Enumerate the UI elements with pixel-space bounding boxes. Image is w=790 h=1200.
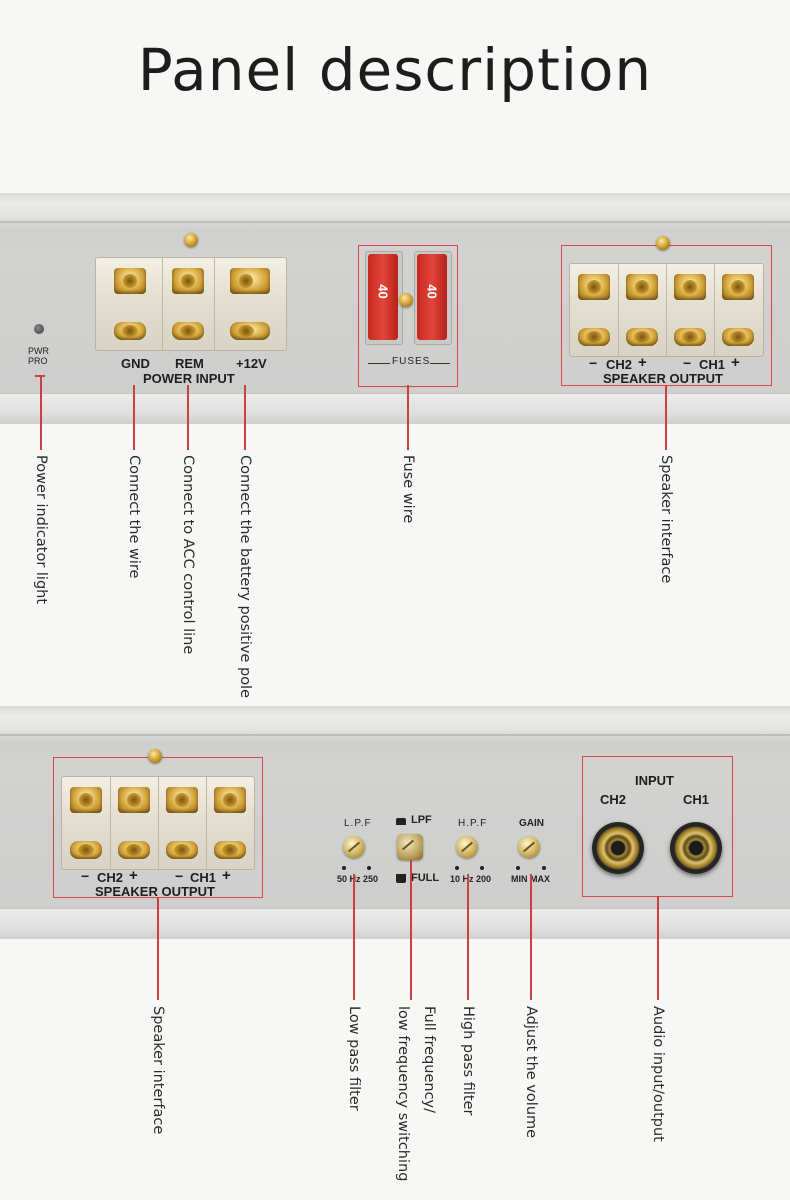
lpf-label: L.P.F xyxy=(344,818,372,829)
leader-line xyxy=(530,874,532,1000)
switch-full-icon xyxy=(396,874,406,883)
rem-port-icon xyxy=(172,322,204,340)
power-led-icon xyxy=(34,324,44,334)
input-label: INPUT xyxy=(635,773,674,788)
bottom-amplifier-panel: − CH2 + − CH1 + SPEAKER OUTPUT L.P.F 50 … xyxy=(0,706,790,939)
panel-edge xyxy=(0,221,790,223)
label-power-indicator: Power indicator light xyxy=(33,455,49,605)
screw-icon xyxy=(656,236,670,250)
fuses-caption: FUSES xyxy=(392,356,431,367)
fuse-icon: 40 xyxy=(368,254,398,340)
label-speaker-interface-2: Speaker interface xyxy=(150,1006,166,1135)
leader-line xyxy=(665,385,667,450)
speaker-terminal-block xyxy=(61,776,255,870)
input-ch2-label: CH2 xyxy=(600,792,627,807)
ch2-plus: + xyxy=(129,867,138,884)
rca-ch2-jack-icon[interactable] xyxy=(592,822,644,874)
leader-line xyxy=(353,874,355,1000)
hpf-label: H.P.F xyxy=(458,818,488,829)
top-amplifier-panel: PWR PRO GND REM +12V POWER INPUT 40 40 F… xyxy=(0,193,790,424)
rem-label: REM xyxy=(175,356,204,371)
lpf-range: 50 Hz 250 xyxy=(337,874,379,884)
plus12v-screw-icon xyxy=(230,268,270,294)
speaker-terminal-block xyxy=(569,263,764,357)
leader-line xyxy=(40,375,42,450)
ch1-label: CH1 xyxy=(699,357,726,372)
gnd-port-icon xyxy=(114,322,146,340)
switch-lpf-icon xyxy=(396,818,406,825)
fuses-rule-left xyxy=(368,363,390,364)
ch2-plus: + xyxy=(638,354,647,371)
leader-line xyxy=(410,860,412,1000)
panel-rail xyxy=(0,393,790,424)
leader-line xyxy=(133,385,135,450)
leader-line xyxy=(244,385,246,450)
power-input-caption: POWER INPUT xyxy=(143,371,235,386)
page-title: Panel description xyxy=(137,36,653,104)
speaker-output-caption: SPEAKER OUTPUT xyxy=(603,371,723,386)
fuse-icon: 40 xyxy=(417,254,447,340)
gain-label: GAIN xyxy=(519,818,544,829)
lpf-knob[interactable] xyxy=(343,836,365,858)
ch2-label: CH2 xyxy=(606,357,633,372)
label-audio-io: Audio input/output xyxy=(650,1006,666,1142)
rem-screw-icon xyxy=(172,268,204,294)
label-battery-positive: Connect the battery positive pole xyxy=(237,455,253,699)
gnd-label: GND xyxy=(121,356,150,371)
ch1-minus: − xyxy=(683,355,692,371)
fuses-rule-right xyxy=(430,363,450,364)
leader-line xyxy=(35,375,45,377)
speaker-output-caption: SPEAKER OUTPUT xyxy=(95,884,215,899)
ch1-plus: + xyxy=(731,354,740,371)
switch-lpf-label: LPF xyxy=(411,814,432,826)
ch1-minus: − xyxy=(175,868,184,884)
screw-icon xyxy=(184,233,198,247)
lpf-full-switch[interactable] xyxy=(397,834,423,860)
leader-line xyxy=(157,897,159,1000)
label-speaker-interface: Speaker interface xyxy=(658,455,674,584)
pro-label: PRO xyxy=(28,356,48,366)
label-adjust-volume: Adjust the volume xyxy=(523,1006,539,1139)
leader-line xyxy=(657,896,659,1000)
pwr-label: PWR xyxy=(28,346,49,356)
leader-line xyxy=(187,385,189,450)
label-fuse-wire: Fuse wire xyxy=(400,455,416,524)
ch1-label: CH1 xyxy=(190,870,217,885)
gnd-screw-icon xyxy=(114,268,146,294)
label-high-pass: High pass filter xyxy=(460,1006,476,1116)
leader-line xyxy=(467,874,469,1000)
plus12v-port-icon xyxy=(230,322,270,340)
input-ch1-label: CH1 xyxy=(683,792,710,807)
gain-knob[interactable] xyxy=(518,836,540,858)
leader-line xyxy=(407,385,409,450)
ch1-plus: + xyxy=(222,867,231,884)
label-acc-control: Connect to ACC control line xyxy=(180,455,196,655)
panel-rail xyxy=(0,908,790,939)
label-full-frequency: Full frequency/ xyxy=(421,1006,437,1114)
label-connect-wire: Connect the wire xyxy=(126,455,142,579)
plus12v-label: +12V xyxy=(236,356,267,371)
ch2-minus: − xyxy=(589,355,598,371)
hpf-knob[interactable] xyxy=(456,836,478,858)
ch2-label: CH2 xyxy=(97,870,124,885)
label-low-pass: Low pass filter xyxy=(346,1006,362,1111)
power-terminal-block xyxy=(95,257,287,351)
switch-full-label: FULL xyxy=(411,872,440,884)
screw-icon xyxy=(148,749,162,763)
panel-edge xyxy=(0,734,790,736)
rca-ch1-jack-icon[interactable] xyxy=(670,822,722,874)
screw-icon xyxy=(399,293,413,307)
hpf-range: 10 Hz 200 xyxy=(450,874,492,884)
label-low-frequency-switching: low frequency switching xyxy=(395,1006,411,1182)
ch2-minus: − xyxy=(81,868,90,884)
